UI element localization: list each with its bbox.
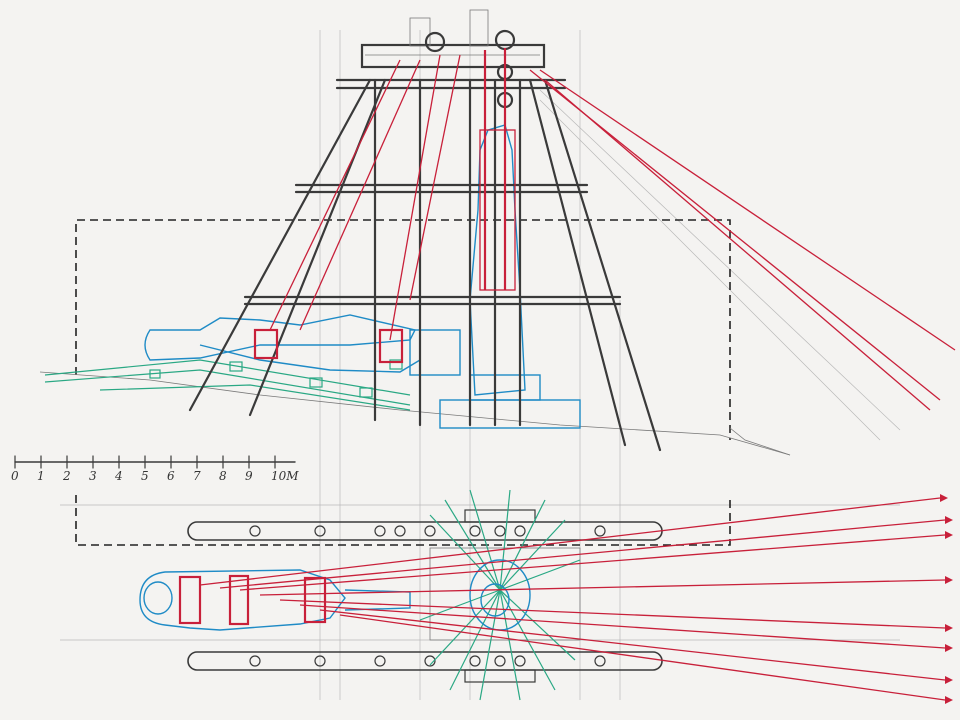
plan-statues: [139, 559, 531, 631]
sledge-elevation: [44, 359, 411, 411]
pulley-ropes-elevation: [253, 29, 956, 411]
plan-sledge-fan: [419, 489, 581, 701]
scale-tick-label: 4: [114, 469, 123, 483]
scale-tick-label: 2: [62, 469, 71, 483]
scale-tick-label: 1: [37, 469, 45, 483]
pit-outline: [75, 219, 731, 546]
scale-tick-label: 6: [167, 469, 175, 483]
scale-tick-label: 10M: [271, 469, 299, 483]
statue-standing-elevation: [439, 124, 581, 429]
plan-rails: [187, 509, 663, 683]
scale-bar: 0 1 2 3 4 5 6 7 8 9 10M: [11, 455, 299, 483]
plan-ropes: [178, 494, 953, 704]
scale-tick-label: 3: [89, 469, 97, 483]
scale-tick-label: 5: [141, 469, 149, 483]
scale-tick-label: 8: [219, 469, 227, 483]
scale-tick-label: 7: [193, 469, 201, 483]
scale-tick-label: 9: [245, 469, 253, 483]
statue-lying-elevation: [144, 314, 461, 376]
scaffold-frame: [188, 9, 662, 452]
ground-line: [39, 371, 791, 456]
scale-tick-label: 0: [11, 469, 19, 483]
